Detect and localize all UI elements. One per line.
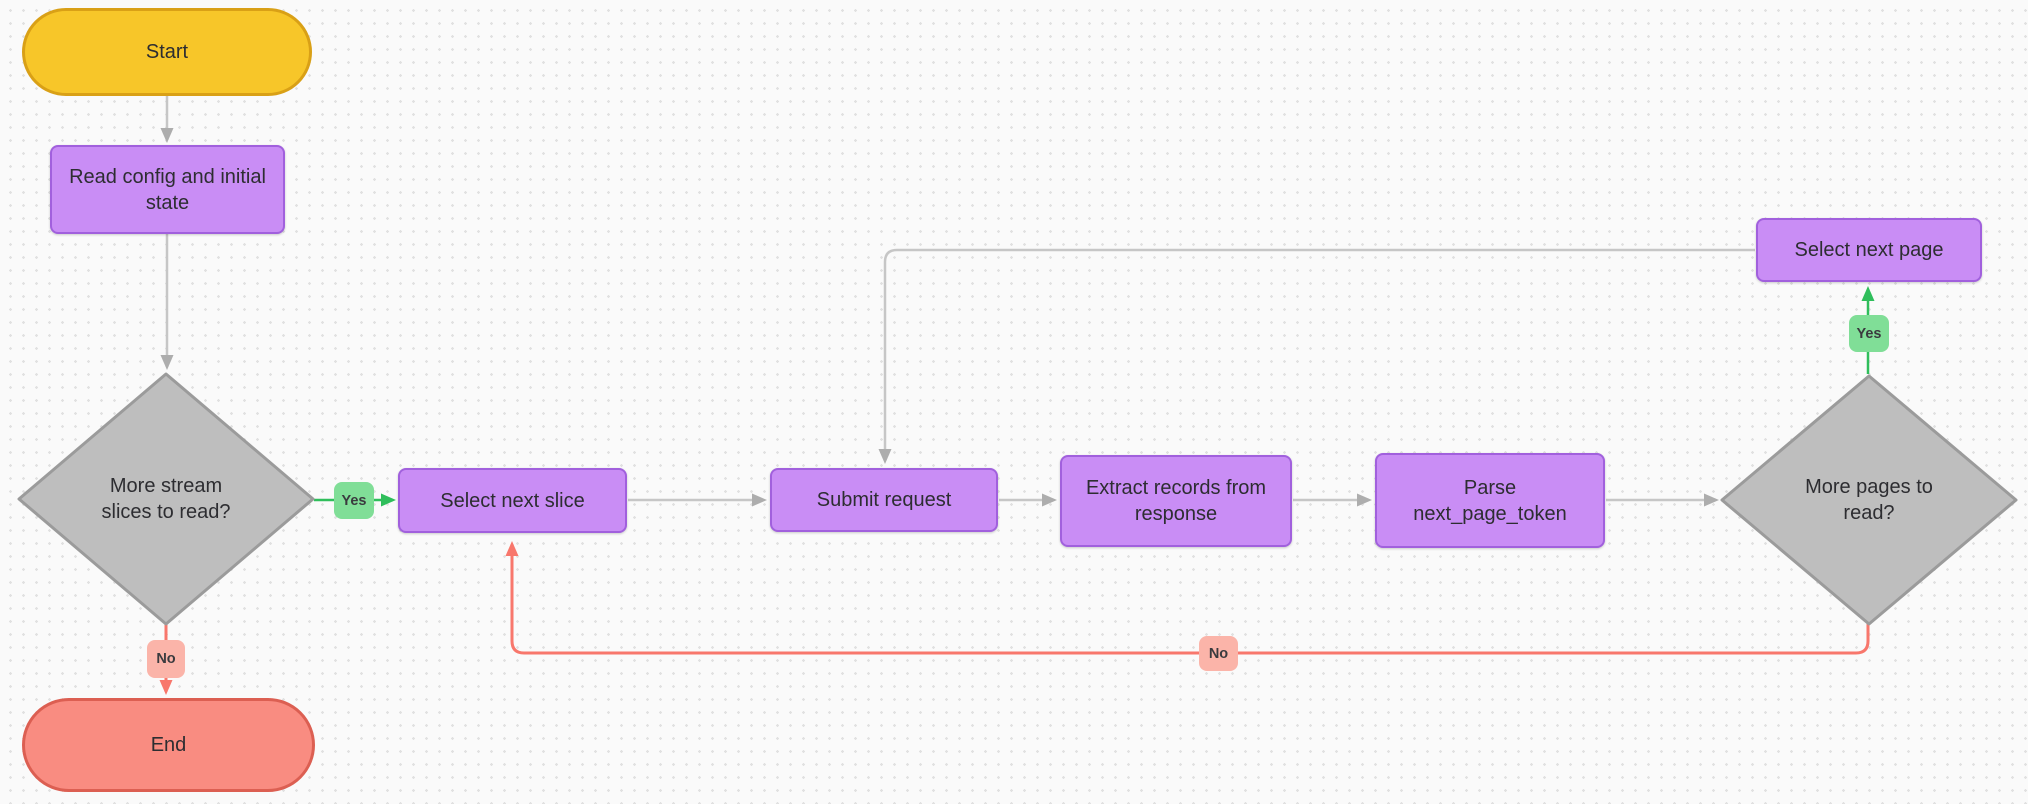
node-select-next-slice: Select next slice	[398, 468, 627, 533]
edge-label-yes-pages-text: Yes	[1856, 325, 1882, 342]
decision-more-pages: More pages to read?	[1719, 373, 2019, 627]
node-submit-request: Submit request	[770, 468, 998, 532]
decision-more-stream-slices: More stream slices to read?	[16, 371, 316, 627]
node-select-next-page: Select next page	[1756, 218, 1982, 282]
edge-label-no-pages: No	[1199, 636, 1238, 671]
node-end-label: End	[150, 734, 187, 756]
node-parse-next-page-token: Parse next_page_token	[1375, 453, 1605, 548]
edge-label-yes-slices-text: Yes	[341, 492, 367, 509]
edge-label-yes-pages: Yes	[1849, 315, 1889, 352]
node-end: End	[22, 698, 315, 792]
node-extract-records-label: Extract records from response	[1085, 477, 1267, 525]
node-select-next-page-label: Select next page	[1794, 239, 1944, 261]
edge-label-no-pages-text: No	[1208, 645, 1229, 662]
node-read-config-label: Read config and initial state	[69, 165, 266, 214]
edge-morepages-no	[505, 541, 1870, 655]
edge-label-no-slices: No	[147, 640, 185, 678]
node-select-next-slice-label: Select next slice	[440, 489, 585, 512]
node-extract-records: Extract records from response	[1060, 455, 1292, 547]
node-read-config: Read config and initial state	[50, 145, 285, 234]
edge-label-no-slices-text: No	[156, 651, 176, 667]
node-submit-request-label: Submit request	[816, 489, 952, 511]
edge-label-yes-slices: Yes	[334, 482, 374, 519]
node-parse-next-page-token-label: Parse next_page_token	[1413, 476, 1567, 525]
decision-more-stream-slices-label: More stream slices to read?	[101, 475, 231, 523]
node-start: Start	[22, 8, 312, 96]
decision-more-pages-label: More pages to read?	[1805, 476, 1933, 524]
node-start-label: Start	[145, 41, 189, 63]
edge-nextpage-submit	[878, 248, 1755, 464]
